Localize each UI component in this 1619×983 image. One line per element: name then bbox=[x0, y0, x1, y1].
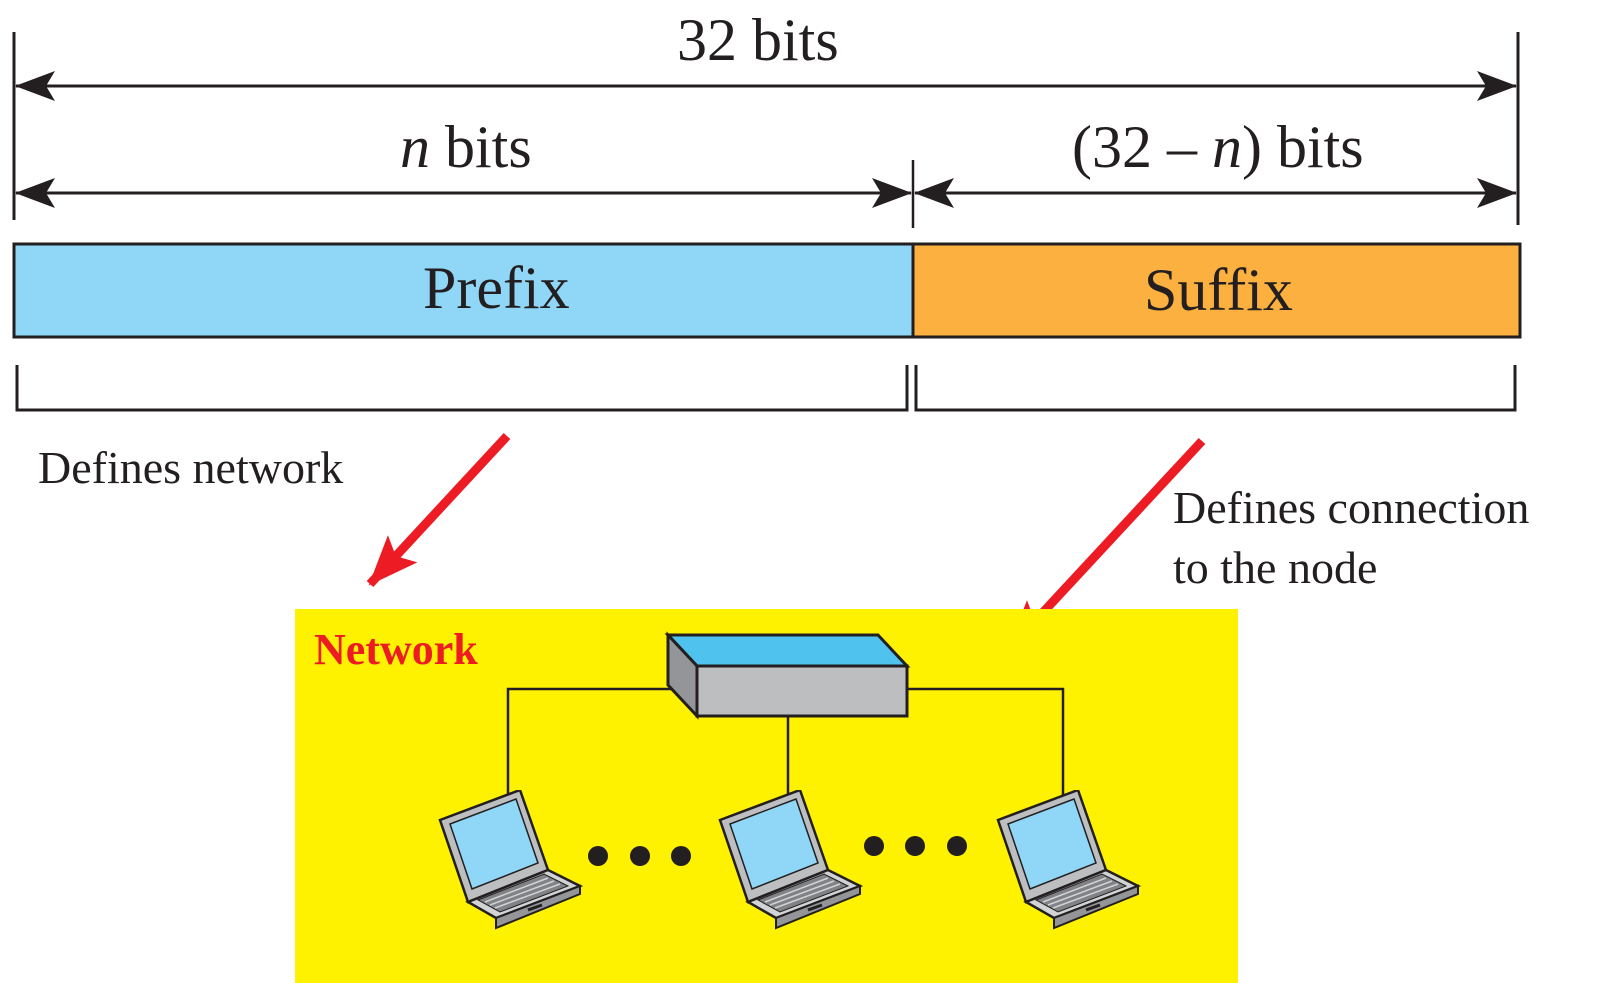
prefix-label: Prefix bbox=[423, 255, 570, 321]
total-bits-label: 32 bits bbox=[677, 10, 839, 70]
prefix-bits-label: n bits bbox=[400, 117, 532, 177]
prefix-field bbox=[12, 242, 915, 339]
suffix-field bbox=[911, 242, 1522, 339]
suffix-close: ) bits bbox=[1241, 114, 1364, 180]
suffix-open: (32 – bbox=[1072, 114, 1212, 180]
total-bits-text: 32 bits bbox=[677, 7, 839, 73]
prefix-bracket bbox=[15, 365, 909, 412]
defines-connection-line2: to the node bbox=[1173, 542, 1378, 593]
defines-connection-note: Defines connection to the node bbox=[1173, 478, 1529, 598]
suffix-bracket bbox=[914, 365, 1517, 412]
switch-icon bbox=[664, 631, 911, 720]
defines-connection-line1: Defines connection bbox=[1173, 482, 1530, 533]
suffix-var: n bbox=[1211, 114, 1242, 180]
prefix-var: n bbox=[400, 114, 430, 180]
prefix-unit: bits bbox=[430, 114, 532, 180]
suffix-bits-label: (32 – n) bits bbox=[1072, 117, 1364, 177]
defines-network-note: Defines network bbox=[38, 442, 344, 493]
suffix-label: Suffix bbox=[1144, 257, 1293, 323]
network-pointer-arrow bbox=[366, 432, 511, 588]
network-title: Network bbox=[314, 625, 478, 674]
ellipsis-icon bbox=[588, 846, 691, 866]
ellipsis-icon bbox=[864, 836, 967, 856]
